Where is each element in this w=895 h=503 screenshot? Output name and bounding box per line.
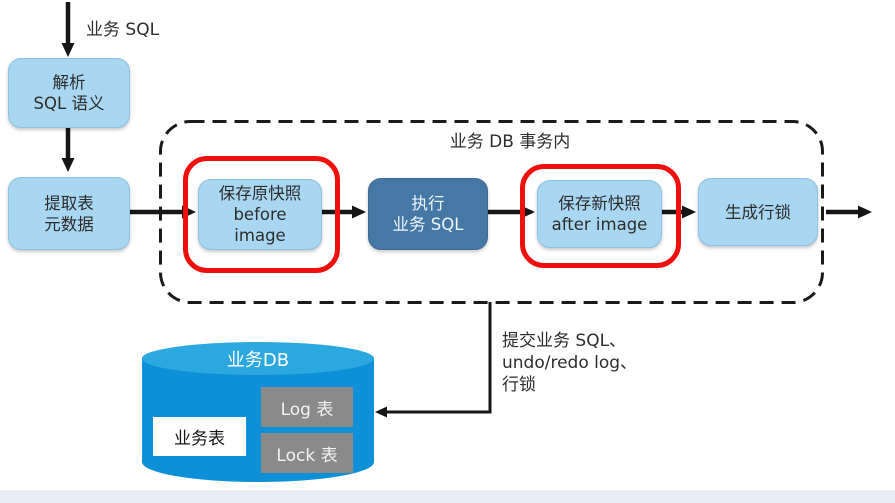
node-execute-sql: 执行 业务 SQL [368, 178, 488, 250]
node-save-before-image: 保存原快照 before image [198, 179, 322, 250]
node-extract-metadata: 提取表 元数据 [8, 177, 130, 250]
footer-strip [0, 490, 895, 503]
commit-note: 提交业务 SQL、 undo/redo log、 行锁 [502, 331, 638, 395]
log-table-chip: Log 表 [261, 387, 353, 427]
highlight-frame-before-image [183, 156, 340, 273]
input-sql-label: 业务 SQL [86, 20, 160, 40]
transaction-container-label: 业务 DB 事务内 [449, 132, 571, 152]
lock-table-chip: Lock 表 [261, 433, 353, 473]
node-save-after-image: 保存新快照 after image [537, 180, 662, 248]
database-name: 业务DB [226, 350, 290, 371]
highlight-frame-after-image [520, 164, 681, 268]
node-generate-row-lock: 生成行锁 [698, 178, 818, 246]
database-cylinder-top [142, 342, 374, 375]
connector-commit-to-db [375, 302, 492, 418]
business-table-chip: 业务表 [153, 417, 246, 456]
node-parse-sql: 解析 SQL 语义 [8, 58, 130, 128]
